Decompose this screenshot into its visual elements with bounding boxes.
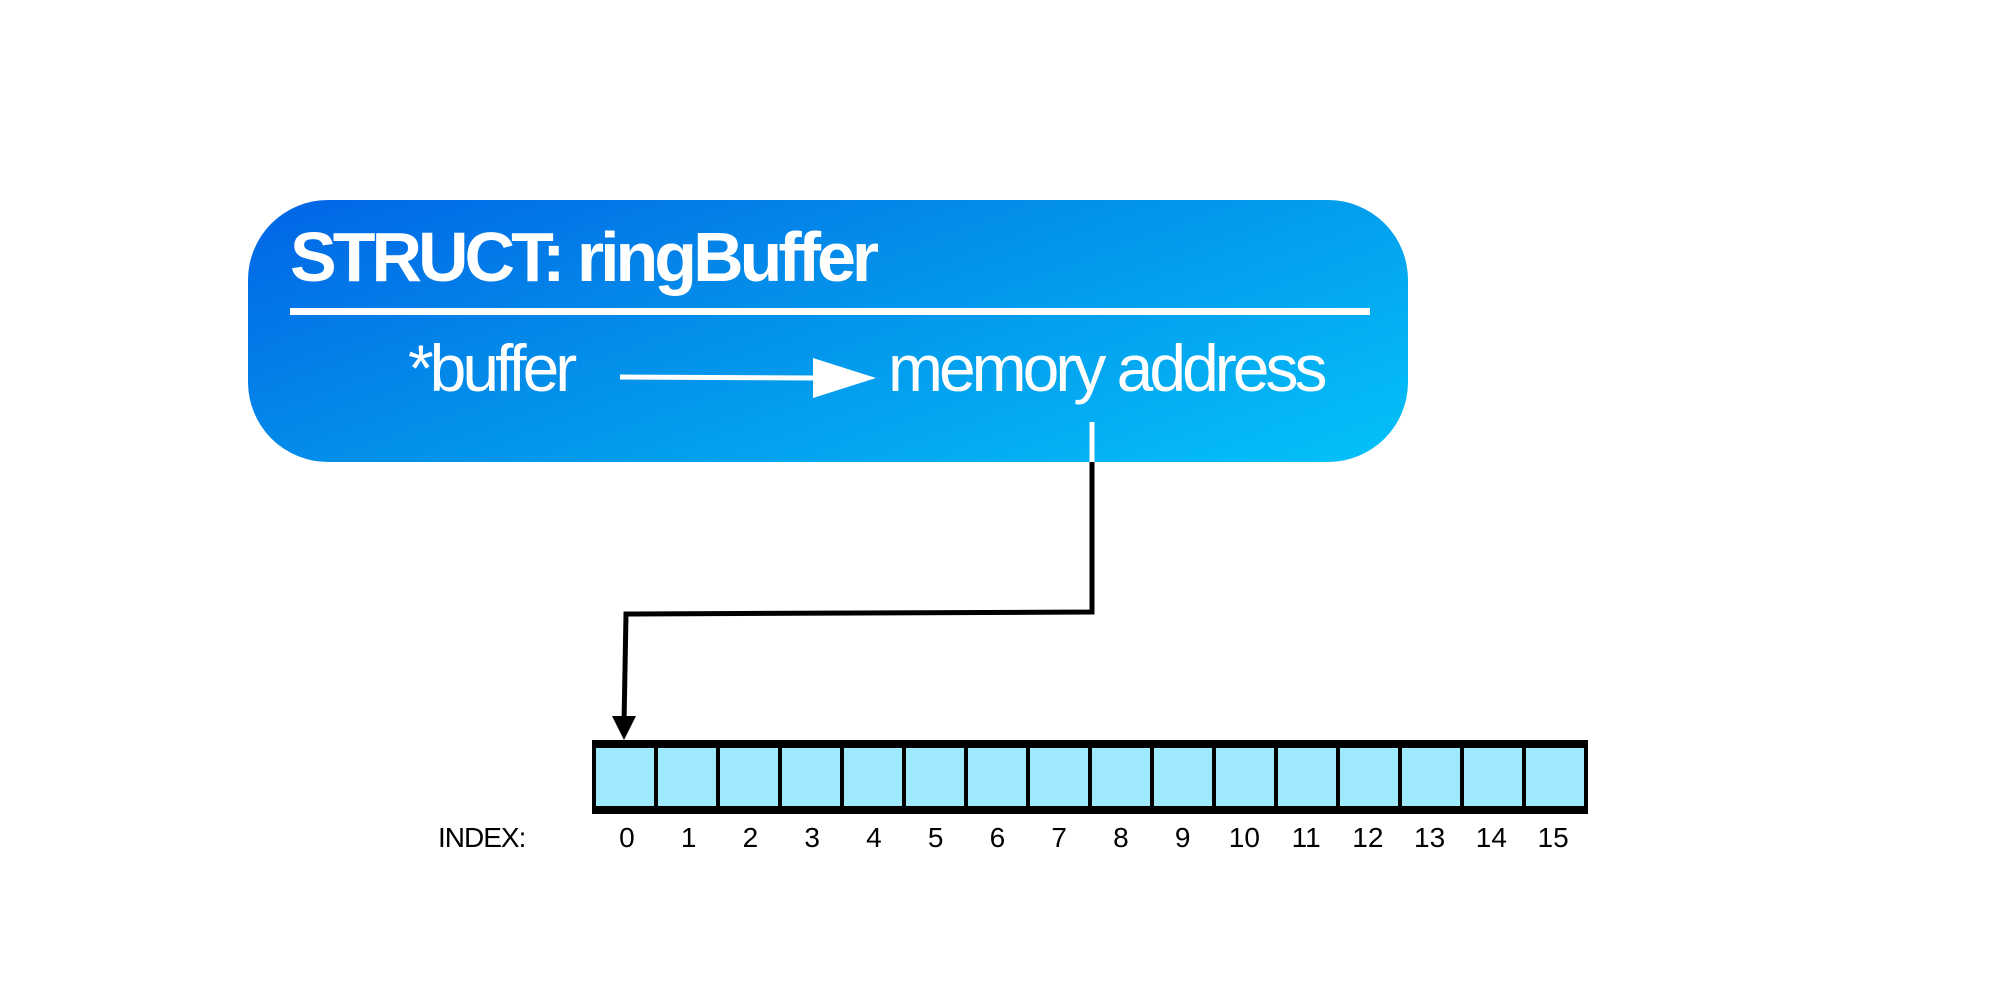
- buffer-cell: [1526, 748, 1584, 806]
- buffer-cell: [658, 748, 716, 806]
- struct-ringbuffer-box: STRUCT: ringBuffer *buffer memory addres…: [248, 200, 1408, 462]
- index-number: 10: [1228, 822, 1260, 853]
- field-value: memory address: [888, 331, 1327, 405]
- buffer-cell: [844, 748, 902, 806]
- title-divider: [290, 308, 1370, 315]
- index-number: 13: [1414, 822, 1446, 853]
- index-number: 0: [619, 822, 635, 853]
- index-label: INDEX:: [438, 822, 526, 853]
- index-number: 3: [804, 822, 820, 853]
- buffer-cell: [782, 748, 840, 806]
- index-number: 9: [1174, 822, 1191, 853]
- field-name: *buffer: [408, 331, 577, 405]
- index-number: 12: [1352, 822, 1384, 853]
- index-number: 15: [1537, 822, 1569, 853]
- buffer-cell: [906, 748, 964, 806]
- index-number: 5: [927, 822, 944, 853]
- index-number: 14: [1475, 822, 1507, 853]
- buffer-cell: [596, 748, 654, 806]
- buffer-cell: [1030, 748, 1088, 806]
- index-number: 11: [1291, 822, 1321, 853]
- buffer-cell: [1092, 748, 1150, 806]
- buffer-cell: [968, 748, 1026, 806]
- struct-title: STRUCT: ringBuffer: [290, 218, 879, 296]
- buffer-array: [592, 740, 1588, 814]
- index-number: 1: [680, 822, 697, 853]
- buffer-cell: [1464, 748, 1522, 806]
- buffer-cell: [1216, 748, 1274, 806]
- down-arrow-icon: [612, 716, 636, 740]
- index-number: 6: [989, 822, 1006, 853]
- index-number: 7: [1051, 822, 1067, 853]
- index-number: 2: [742, 822, 759, 853]
- buffer-cell: [1340, 748, 1398, 806]
- index-number: 8: [1113, 822, 1129, 853]
- buffer-cell: [720, 748, 778, 806]
- buffer-cell: [1278, 748, 1336, 806]
- buffer-cell: [1154, 748, 1212, 806]
- right-arrow-icon: [619, 358, 876, 398]
- index-number: 4: [866, 822, 882, 853]
- buffer-cell: [1402, 748, 1460, 806]
